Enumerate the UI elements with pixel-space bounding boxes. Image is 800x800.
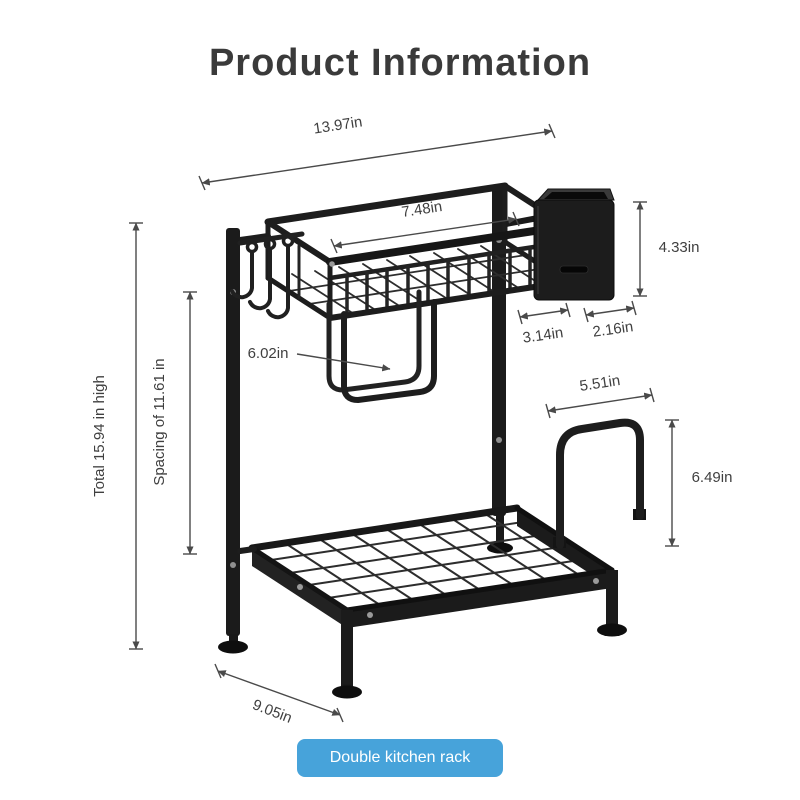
utensil-holder bbox=[505, 188, 615, 301]
dim-label-total-height: Total 15.94 in high bbox=[91, 375, 108, 497]
dim-line-holder-width bbox=[585, 305, 635, 318]
dim-label-holder-height: 4.33in bbox=[658, 239, 700, 256]
dim-line-holder-depth bbox=[519, 307, 569, 320]
dim-line-base-depth bbox=[217, 670, 341, 716]
dim-line-overall-width bbox=[201, 128, 553, 186]
side-rail bbox=[553, 418, 646, 549]
dim-label-board-holder: 6.02in bbox=[247, 345, 289, 362]
dim-line-board-holder bbox=[296, 353, 391, 372]
dim-label-rail-height: 6.49in bbox=[691, 469, 733, 486]
hooks bbox=[230, 231, 305, 320]
product-tag-badge: Double kitchen rack bbox=[297, 739, 503, 777]
left-post bbox=[218, 228, 248, 654]
dim-line-basket-width bbox=[333, 216, 517, 249]
board-holder bbox=[326, 289, 437, 403]
dimension-lines bbox=[129, 123, 679, 723]
page-title: Product Information bbox=[208, 42, 592, 84]
dim-label-tier-spacing: Spacing of 11.61 in bbox=[151, 358, 168, 486]
dim-line-rail-width bbox=[547, 392, 653, 414]
